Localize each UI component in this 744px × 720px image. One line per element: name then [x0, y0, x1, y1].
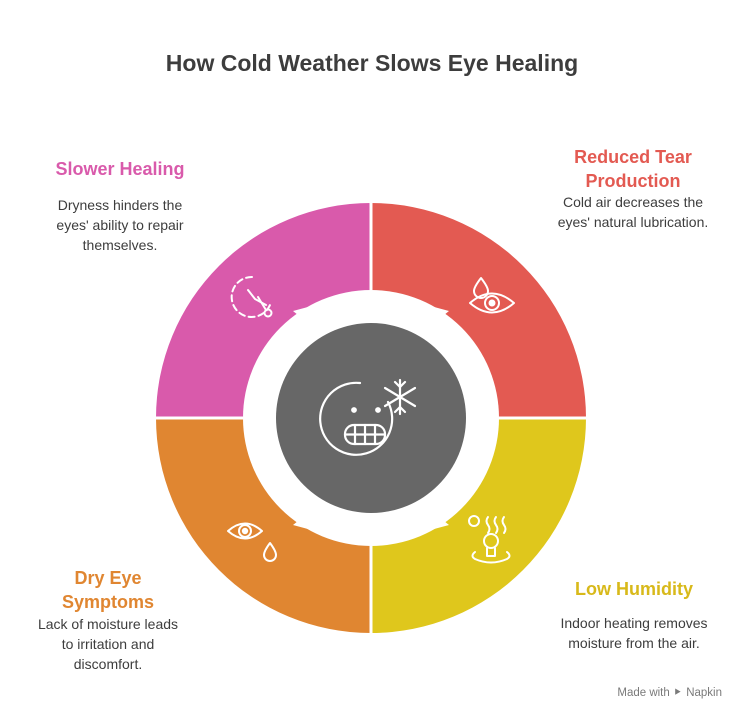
- slower-healing-description: Dryness hinders the eyes' ability to rep…: [56, 197, 184, 253]
- segment-reduced-tear-production: [371, 203, 586, 418]
- made-with-napkin-footer: Made with ⯈Napkin: [617, 687, 722, 699]
- segment-slower-healing: [156, 203, 371, 418]
- eye-tear-icon: [227, 522, 277, 562]
- clock-hand-icon: [230, 275, 273, 318]
- page-title: How Cold Weather Slows Eye Healing: [165, 50, 579, 76]
- low-humidity-title: Low Humidity: [575, 579, 693, 599]
- reduced-tear-production-title: Reduced Tear Production: [574, 147, 692, 191]
- reduced-tear-production-description: Cold air decreases the eyes' natural lub…: [557, 194, 709, 230]
- eye-droplet-icon: [469, 277, 515, 314]
- napkin-logo-icon: ⯈: [672, 687, 683, 699]
- segment-low-humidity: [371, 418, 586, 633]
- low-humidity-description: Indoor heating removes moisture from the…: [560, 615, 708, 651]
- segment-dry-eye-symptoms: [156, 418, 371, 633]
- cold-face-snowflake-icon: [319, 378, 417, 456]
- dry-eye-symptoms-title: Dry Eye Symptoms: [61, 568, 155, 612]
- person-steam-icon: [468, 515, 511, 564]
- center-circle: [276, 323, 466, 513]
- dry-eye-symptoms-description: Lack of moisture leads to irritation and…: [37, 616, 179, 672]
- slower-healing-title: Slower Healing: [55, 159, 185, 179]
